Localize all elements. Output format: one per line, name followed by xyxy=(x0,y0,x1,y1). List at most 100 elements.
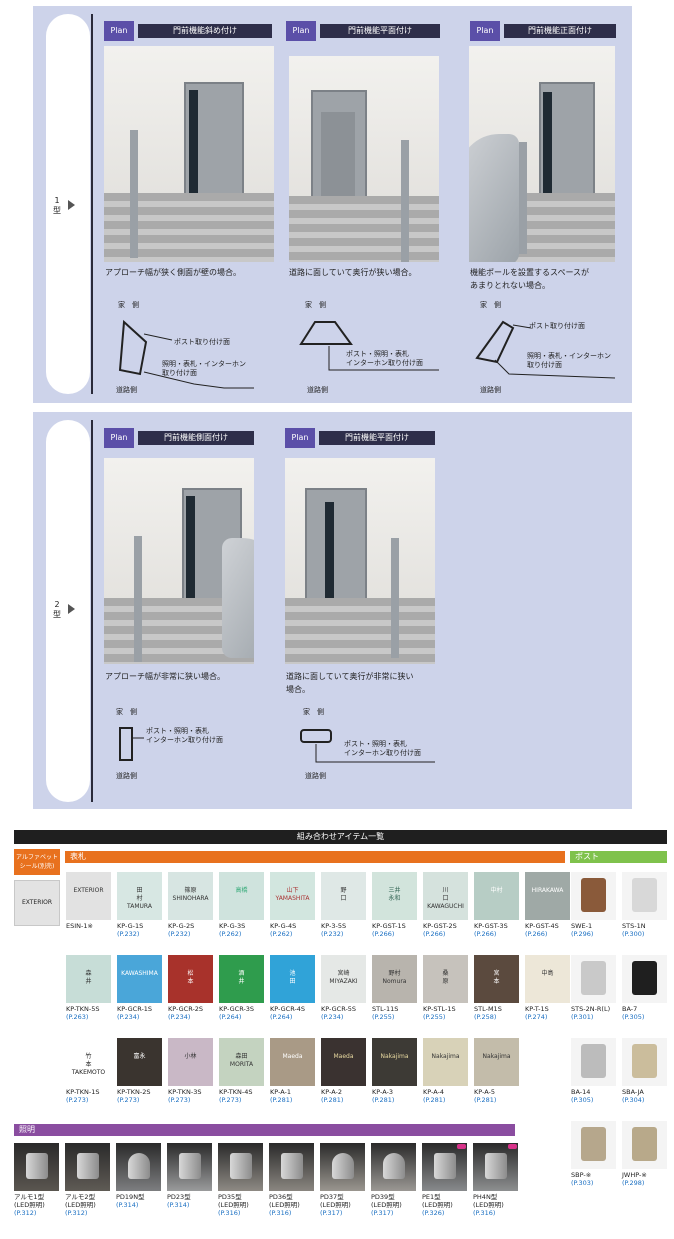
post-body xyxy=(581,1044,606,1078)
light-item[interactable]: PD19N型(P.314) xyxy=(116,1143,161,1209)
plan-5-header: Plan 門前機能平面付け xyxy=(285,428,435,448)
post-page: (P.305) xyxy=(571,1096,594,1104)
plan-4-caption: アプローチ幅が非常に狭い場合。 xyxy=(105,672,225,681)
exterior-sample: EXTERIOR xyxy=(14,880,60,926)
nameplate-thumb: Nakajima xyxy=(423,1038,468,1086)
nameplate-text: 池 田 xyxy=(289,970,296,985)
nameplate-thumb: 松 本 xyxy=(168,955,213,1003)
light-item[interactable]: アルモ2型(LED照明)(P.312) xyxy=(65,1143,110,1217)
plan-4-road-side: 道路側 xyxy=(116,772,137,780)
nameplate-page: (P.266) xyxy=(474,930,497,938)
plan-badge: Plan xyxy=(470,21,500,41)
nameplate-code: KP-TKN-2S xyxy=(117,1088,151,1096)
post-item[interactable]: STS-1N(P.300) xyxy=(622,872,667,938)
post-thumb xyxy=(571,955,616,1003)
light-item[interactable]: PD36型(LED照明)(P.316) xyxy=(269,1143,314,1217)
light-thumb xyxy=(116,1143,161,1191)
nameplate-text: 森 井 xyxy=(85,970,92,985)
post-item[interactable]: SBP-※(P.303) xyxy=(571,1121,616,1187)
nameplate-page: (P.234) xyxy=(117,1013,140,1021)
post-code: STS-2N-R(L) xyxy=(571,1005,611,1013)
nameplate-thumb: 竹 本 TAKEMOTO xyxy=(66,1038,111,1086)
plan-2-house-side: 家 側 xyxy=(305,301,326,309)
nameplate-page: (P.273) xyxy=(168,1096,191,1104)
lamp-shape xyxy=(281,1153,303,1179)
plan-4-house-side: 家 側 xyxy=(116,708,137,716)
post-item[interactable]: SBA-JA(P.304) xyxy=(622,1038,667,1104)
light-page: (P.317) xyxy=(320,1209,343,1217)
nameplate-text: 小林 xyxy=(184,1053,197,1060)
post-page: (P.300) xyxy=(622,930,645,938)
plan-3-header: Plan 門前機能正面付け xyxy=(470,21,616,41)
nameplate-page: (P.281) xyxy=(321,1096,344,1104)
post-body xyxy=(632,878,657,912)
post-page: (P.305) xyxy=(622,1013,645,1021)
nameplate-page: (P.281) xyxy=(270,1096,293,1104)
light-page: (P.312) xyxy=(14,1209,37,1217)
light-item[interactable]: PD37型(LED照明)(P.317) xyxy=(320,1143,365,1217)
nameplate-page: (P.281) xyxy=(474,1096,497,1104)
nameplate-thumb: 森 井 xyxy=(66,955,111,1003)
post-page: (P.296) xyxy=(571,930,594,938)
light-item[interactable]: PE1型(LED照明)(P.326) xyxy=(422,1143,467,1217)
lamp-shape xyxy=(332,1153,354,1179)
nameplate-text: 富永 xyxy=(133,1053,146,1060)
post-item[interactable]: JWHP-※(P.298) xyxy=(622,1121,667,1187)
nameplate-code: KP-T-1S xyxy=(525,1005,549,1013)
light-item[interactable]: PD35型(LED照明)(P.316) xyxy=(218,1143,263,1217)
light-code-led: (LED照明) xyxy=(218,1201,249,1209)
post-item[interactable]: BA-14(P.305) xyxy=(571,1038,616,1104)
light-item[interactable]: アルモ1型(LED照明)(P.312) xyxy=(14,1143,59,1217)
nameplate-text: 野 口 xyxy=(340,887,347,902)
light-code: PD23型 xyxy=(167,1193,191,1201)
nameplate-page: (P.258) xyxy=(474,1013,497,1021)
lamp-shape xyxy=(485,1153,507,1179)
post-thumb xyxy=(622,1121,667,1169)
post-item[interactable]: SWE-1(P.296) xyxy=(571,872,616,938)
post-item[interactable]: BA-7(P.305) xyxy=(622,955,667,1021)
light-item[interactable]: PD39型(LED照明)(P.317) xyxy=(371,1143,416,1217)
light-item[interactable]: PD23型(P.314) xyxy=(167,1143,212,1209)
nameplate-thumb: 宮 本 xyxy=(474,955,519,1003)
post-page: (P.298) xyxy=(622,1179,645,1187)
post-item[interactable]: STS-2N-R(L)(P.301) xyxy=(571,955,616,1021)
light-thumb xyxy=(167,1143,212,1191)
nameplate-code: KP-GCR-4S xyxy=(270,1005,306,1013)
post-thumb xyxy=(622,955,667,1003)
shomei-bar: 照明 xyxy=(14,1124,515,1136)
light-item[interactable]: PH4N型(LED照明)(P.316) xyxy=(473,1143,518,1217)
lamp-shape xyxy=(383,1153,405,1179)
nameplate-page: (P.273) xyxy=(66,1096,89,1104)
nameplate-text: KAWASHIMA xyxy=(121,970,158,977)
nameplate-code: KP-A-1 xyxy=(270,1088,292,1096)
